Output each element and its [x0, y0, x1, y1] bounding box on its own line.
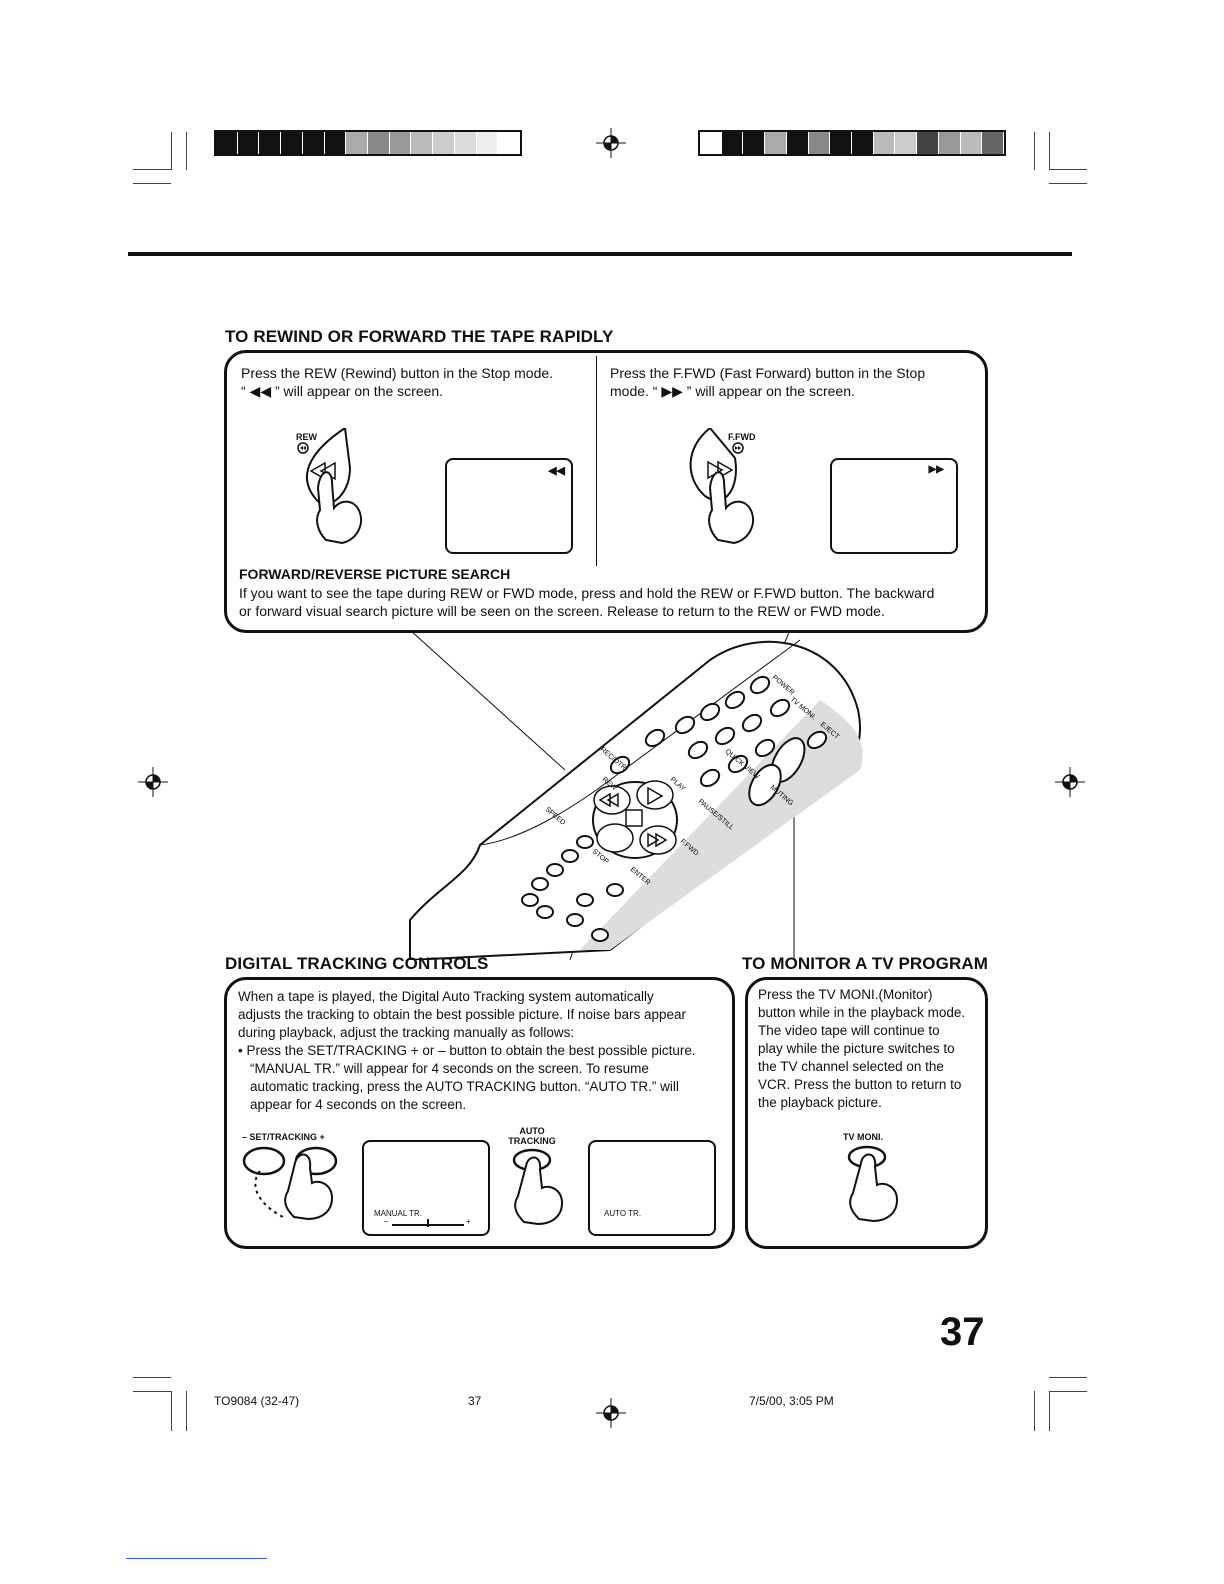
- registration-target-icon: [138, 767, 168, 797]
- manual-tr-minus: –: [384, 1217, 388, 1226]
- set-tracking-press-illustration: [240, 1143, 345, 1223]
- color-registration-bar-left: [214, 130, 522, 156]
- ffwd-button-press-illustration: [680, 428, 780, 548]
- auto-tr-text: AUTO TR.: [604, 1209, 641, 1218]
- rew-instruction: Press the REW (Rewind) button in the Sto…: [241, 364, 591, 400]
- auto-tracking-label: AUTO TRACKING: [508, 1126, 556, 1146]
- tracking-bullet: • Press the SET/TRACKING + or – button t…: [238, 1042, 728, 1114]
- color-registration-bar-right: [698, 130, 1006, 156]
- remote-control-illustration: REC/OTR REW PLAY PAUSE/STILL F.FWD STOP …: [380, 630, 880, 960]
- registration-target-icon: [596, 128, 626, 158]
- footer-doc-code: TO9084 (32-47): [214, 1394, 299, 1408]
- registration-target-icon: [1055, 767, 1085, 797]
- ffwd-tv-screen: ▶▶: [830, 458, 958, 554]
- tracking-level-marker: [427, 1219, 429, 1227]
- bottom-rule: [126, 1558, 267, 1559]
- tracking-intro: When a tape is played, the Digital Auto …: [238, 988, 728, 1042]
- header-rule: [128, 252, 1072, 256]
- manual-tr-text: MANUAL TR.: [374, 1209, 422, 1218]
- tracking-section-heading: DIGITAL TRACKING CONTROLS: [225, 954, 488, 974]
- footer-page: 37: [468, 1394, 481, 1408]
- monitor-section-heading: TO MONITOR A TV PROGRAM: [742, 954, 988, 974]
- page-number: 37: [940, 1310, 985, 1355]
- set-tracking-label: – SET/TRACKING +: [242, 1132, 325, 1142]
- picture-search-heading: FORWARD/REVERSE PICTURE SEARCH: [239, 566, 510, 582]
- picture-search-text: If you want to see the tape during REW o…: [239, 584, 984, 620]
- column-divider: [596, 356, 597, 566]
- tv-moni-press-illustration: [845, 1143, 915, 1228]
- manual-tr-plus: +: [466, 1217, 471, 1226]
- auto-tracking-press-illustration: [508, 1148, 578, 1233]
- rewind-section-heading: TO REWIND OR FORWARD THE TAPE RAPIDLY: [225, 327, 613, 347]
- ffwd-instruction: Press the F.FWD (Fast Forward) button in…: [610, 364, 970, 400]
- monitor-instructions: Press the TV MONI.(Monitor) button while…: [758, 986, 983, 1112]
- tv-moni-button-label: TV MONI.: [843, 1132, 883, 1142]
- rew-button-press-illustration: [290, 428, 380, 548]
- ffwd-screen-symbol: ▶▶: [929, 464, 944, 475]
- footer-timestamp: 7/5/00, 3:05 PM: [749, 1394, 834, 1408]
- rew-tv-screen: ◀◀: [445, 458, 573, 554]
- manual-tracking-screen: MANUAL TR. – +: [362, 1140, 490, 1236]
- auto-tracking-screen: AUTO TR.: [588, 1140, 716, 1236]
- rew-screen-symbol: ◀◀: [548, 464, 565, 477]
- registration-target-icon: [596, 1398, 626, 1428]
